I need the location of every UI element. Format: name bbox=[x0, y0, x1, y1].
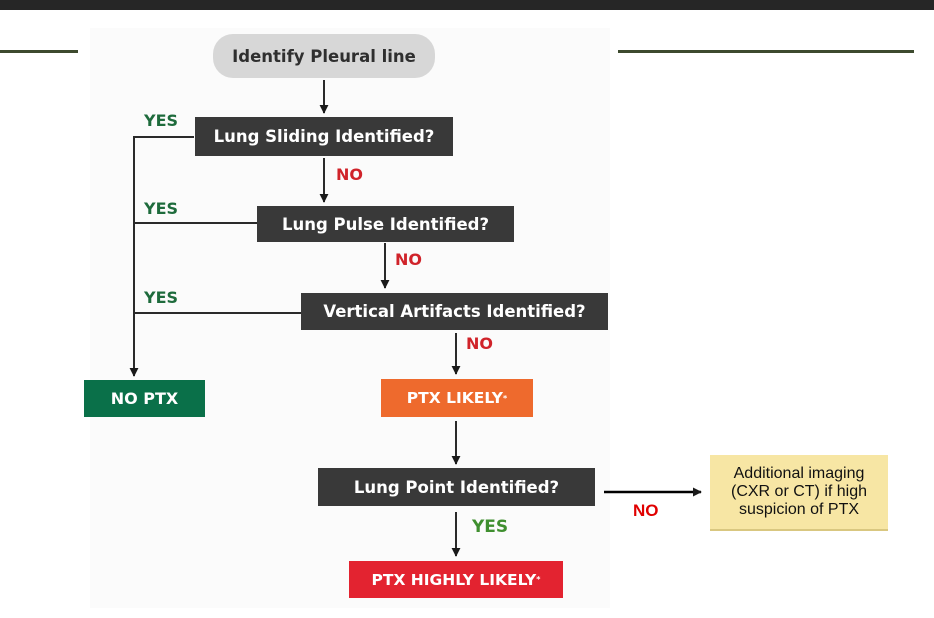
no-label-sliding: NO bbox=[336, 165, 363, 184]
yes-label-point: YES bbox=[472, 517, 509, 537]
lung-point-question: Lung Point Identified? bbox=[318, 468, 595, 506]
ptx-likely-label: PTX LIKELY bbox=[406, 389, 504, 407]
no-label-pulse: NO bbox=[395, 250, 422, 269]
no-label-vertical: NO bbox=[466, 334, 493, 353]
ptx-likely-outcome: PTX LIKELY* bbox=[381, 379, 533, 417]
divider-right bbox=[618, 50, 914, 53]
lung-point-question-label: Lung Point Identified? bbox=[353, 477, 560, 497]
no-label-point: NO bbox=[633, 501, 659, 520]
ptx-highly-likely-label: PTX HIGHLY LIKELY bbox=[371, 570, 537, 589]
yes-label-vertical: YES bbox=[144, 288, 179, 307]
vertical-artifacts-question: Vertical Artifacts Identified? bbox=[301, 293, 608, 330]
yes-label-sliding: YES bbox=[144, 111, 179, 130]
lung-pulse-question: Lung Pulse Identified? bbox=[257, 206, 514, 242]
ptx-highly-likely-asterisk: * bbox=[536, 575, 541, 584]
vertical-artifacts-question-label: Vertical Artifacts Identified? bbox=[323, 302, 586, 321]
lung-sliding-question: Lung Sliding Identified? bbox=[195, 117, 453, 156]
no-ptx-label: NO PTX bbox=[110, 389, 179, 408]
ptx-likely-asterisk: * bbox=[503, 393, 508, 403]
top-bar bbox=[0, 0, 934, 10]
divider-left bbox=[0, 50, 78, 53]
yes-label-pulse: YES bbox=[144, 199, 179, 218]
additional-imaging-line-2: (CXR or CT) if high bbox=[730, 483, 868, 500]
ptx-highly-likely-outcome: PTX HIGHLY LIKELY* bbox=[349, 561, 563, 598]
start-node-label: Identify Pleural line bbox=[232, 46, 416, 66]
start-node: Identify Pleural line bbox=[213, 34, 435, 78]
lung-sliding-question-label: Lung Sliding Identified? bbox=[213, 127, 435, 146]
lung-pulse-question-label: Lung Pulse Identified? bbox=[281, 214, 490, 234]
additional-imaging-line-3: suspicion of PTX bbox=[738, 501, 860, 518]
no-ptx-outcome: NO PTX bbox=[84, 380, 205, 417]
additional-imaging-note: Additional imaging (CXR or CT) if high s… bbox=[710, 455, 888, 531]
additional-imaging-line-1: Additional imaging bbox=[733, 465, 865, 482]
